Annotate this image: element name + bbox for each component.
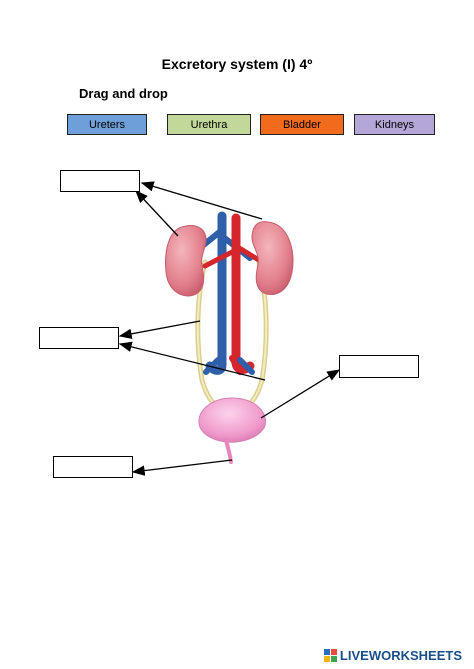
word-chip-kidneys[interactable]: Kidneys — [354, 114, 435, 135]
page-title: Excretory system (I) 4º — [161, 56, 313, 72]
aorta — [231, 213, 255, 374]
brand-name: LIVEWORKSHEETS — [339, 648, 462, 663]
arrow-to-left-ureter-label — [118, 320, 201, 339]
drop-zone-kidneys[interactable] — [60, 170, 140, 192]
arrow-to-right-kidney-label — [140, 181, 263, 220]
urethra — [224, 438, 233, 464]
word-chip-bladder[interactable]: Bladder — [260, 114, 344, 135]
drop-zone-bladder[interactable] — [339, 355, 419, 378]
right-kidney — [251, 221, 294, 295]
instructions-heading: Drag and drop — [79, 86, 168, 101]
liveworksheets-logo-icon — [323, 649, 337, 662]
brand-watermark: LIVEWORKSHEETS — [323, 648, 462, 663]
left-kidney — [165, 225, 207, 297]
word-chip-urethra[interactable]: Urethra — [167, 114, 251, 135]
word-chip-ureters[interactable]: Ureters — [67, 114, 147, 135]
bladder — [198, 397, 266, 443]
arrow-to-right-ureter-label — [118, 341, 266, 381]
arrow-to-left-kidney-label — [135, 190, 179, 237]
drop-zone-ureters[interactable] — [39, 327, 119, 349]
drop-zone-urethra[interactable] — [53, 456, 133, 478]
arrow-to-bladder-label — [260, 369, 341, 419]
arrow-to-urethra-label — [131, 459, 233, 476]
